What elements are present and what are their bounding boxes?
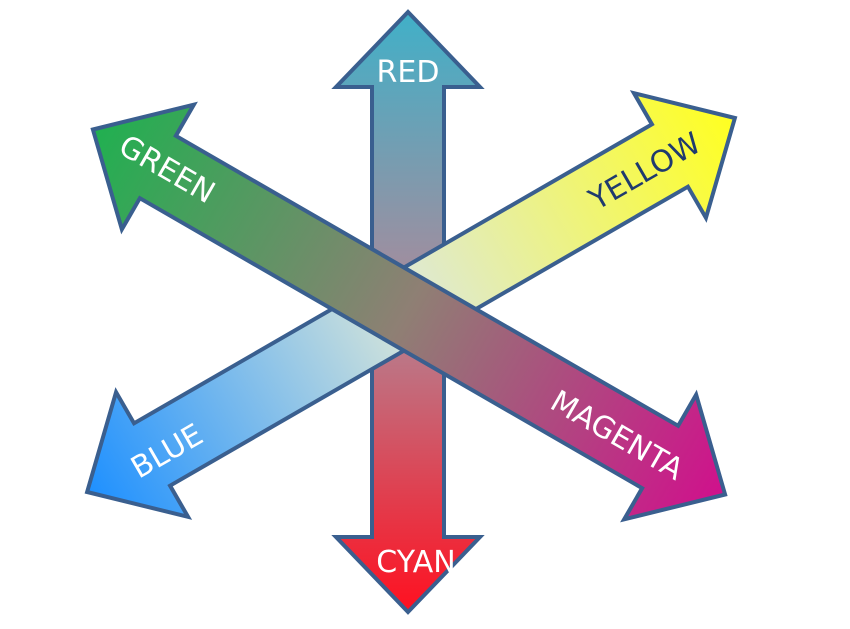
label-red: RED — [377, 55, 440, 90]
green-magenta-arrow — [90, 101, 728, 523]
label-cyan: CYAN — [376, 545, 455, 580]
